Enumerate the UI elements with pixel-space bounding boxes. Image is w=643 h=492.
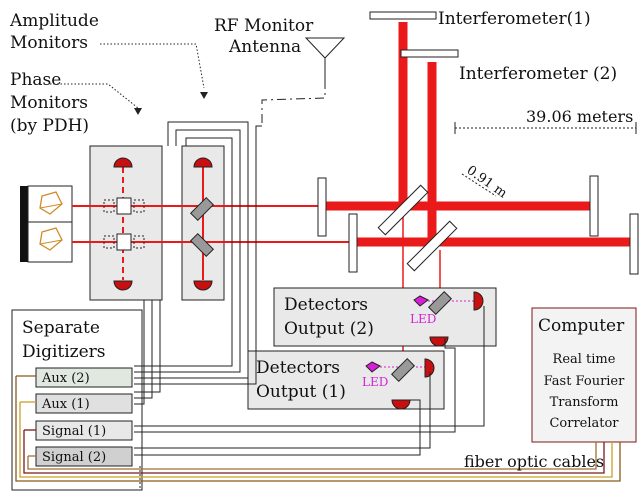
digitizers-label-2: Digitizers	[22, 342, 106, 362]
phase-monitor-optics	[103, 157, 145, 291]
detector-1-optics	[365, 357, 435, 410]
computer-desc-1: Real time	[553, 352, 616, 367]
amplitude-monitors-label-1: Amplitude	[9, 11, 99, 31]
interferometer-optics	[317, 11, 639, 275]
laser-1	[20, 185, 73, 227]
phase-monitor-panel	[89, 145, 163, 301]
laser-2	[20, 221, 73, 263]
channel-aux-1-label: Aux (1)	[41, 397, 90, 412]
detectors-output-2-label-1: Detectors	[284, 295, 368, 315]
amplitude-monitors-label-2: Monitors	[10, 33, 88, 53]
computer-box	[531, 307, 637, 443]
rf-antenna	[261, 37, 346, 126]
arm-length-label: 39.06 meters	[526, 107, 633, 126]
fiber-optic-cables-label: fiber optic cables	[464, 452, 604, 471]
computer-desc-2: Fast Fourier	[544, 374, 625, 389]
channel-signal-2-label: Signal (2)	[42, 450, 106, 465]
computer-desc-3: Transform	[550, 395, 619, 410]
fiber-optic-cables	[15, 375, 621, 490]
detectors-output-1-label-2: Output (1)	[256, 382, 346, 402]
interferometer-1-label: Interferometer(1)	[438, 9, 591, 29]
phase-monitors-label-1: Phase	[10, 70, 61, 90]
computer-title: Computer	[538, 316, 625, 336]
detectors-output-1-box	[247, 350, 445, 410]
leader-lines	[50, 43, 208, 115]
detector-wiring	[134, 306, 485, 456]
led-2-label: LED	[410, 312, 436, 326]
detectors-output-2-box	[273, 287, 497, 347]
digitizers-label-1: Separate	[22, 318, 100, 338]
digitizer-channels	[35, 367, 133, 467]
arm-length-dimension	[454, 122, 637, 134]
phase-monitors-label-2: Monitors	[10, 93, 88, 113]
rf-monitor-label-2: Antenna	[228, 37, 301, 57]
detectors-output-1-label-1: Detectors	[256, 358, 340, 378]
channel-aux-2-label: Aux (2)	[41, 371, 90, 386]
computer-desc-4: Correlator	[549, 416, 619, 431]
separation-dimension	[461, 173, 497, 197]
channel-aux-2	[35, 367, 133, 388]
channel-aux-1	[35, 393, 133, 414]
amplitude-monitor-optics	[189, 157, 215, 291]
separation-label: 0.91 m	[464, 163, 510, 201]
channel-signal-1-label: Signal (1)	[42, 424, 106, 439]
led-1-label: LED	[362, 375, 388, 389]
detector-2-optics	[413, 290, 484, 347]
monitor-wiring	[134, 121, 262, 405]
interferometer-2-label: Interferometer (2)	[459, 64, 617, 84]
rf-monitor-label-1: RF Monitor	[214, 16, 314, 36]
detectors-output-2-label-2: Output (2)	[284, 319, 374, 339]
phase-monitors-label-3: (by PDH)	[10, 116, 89, 136]
